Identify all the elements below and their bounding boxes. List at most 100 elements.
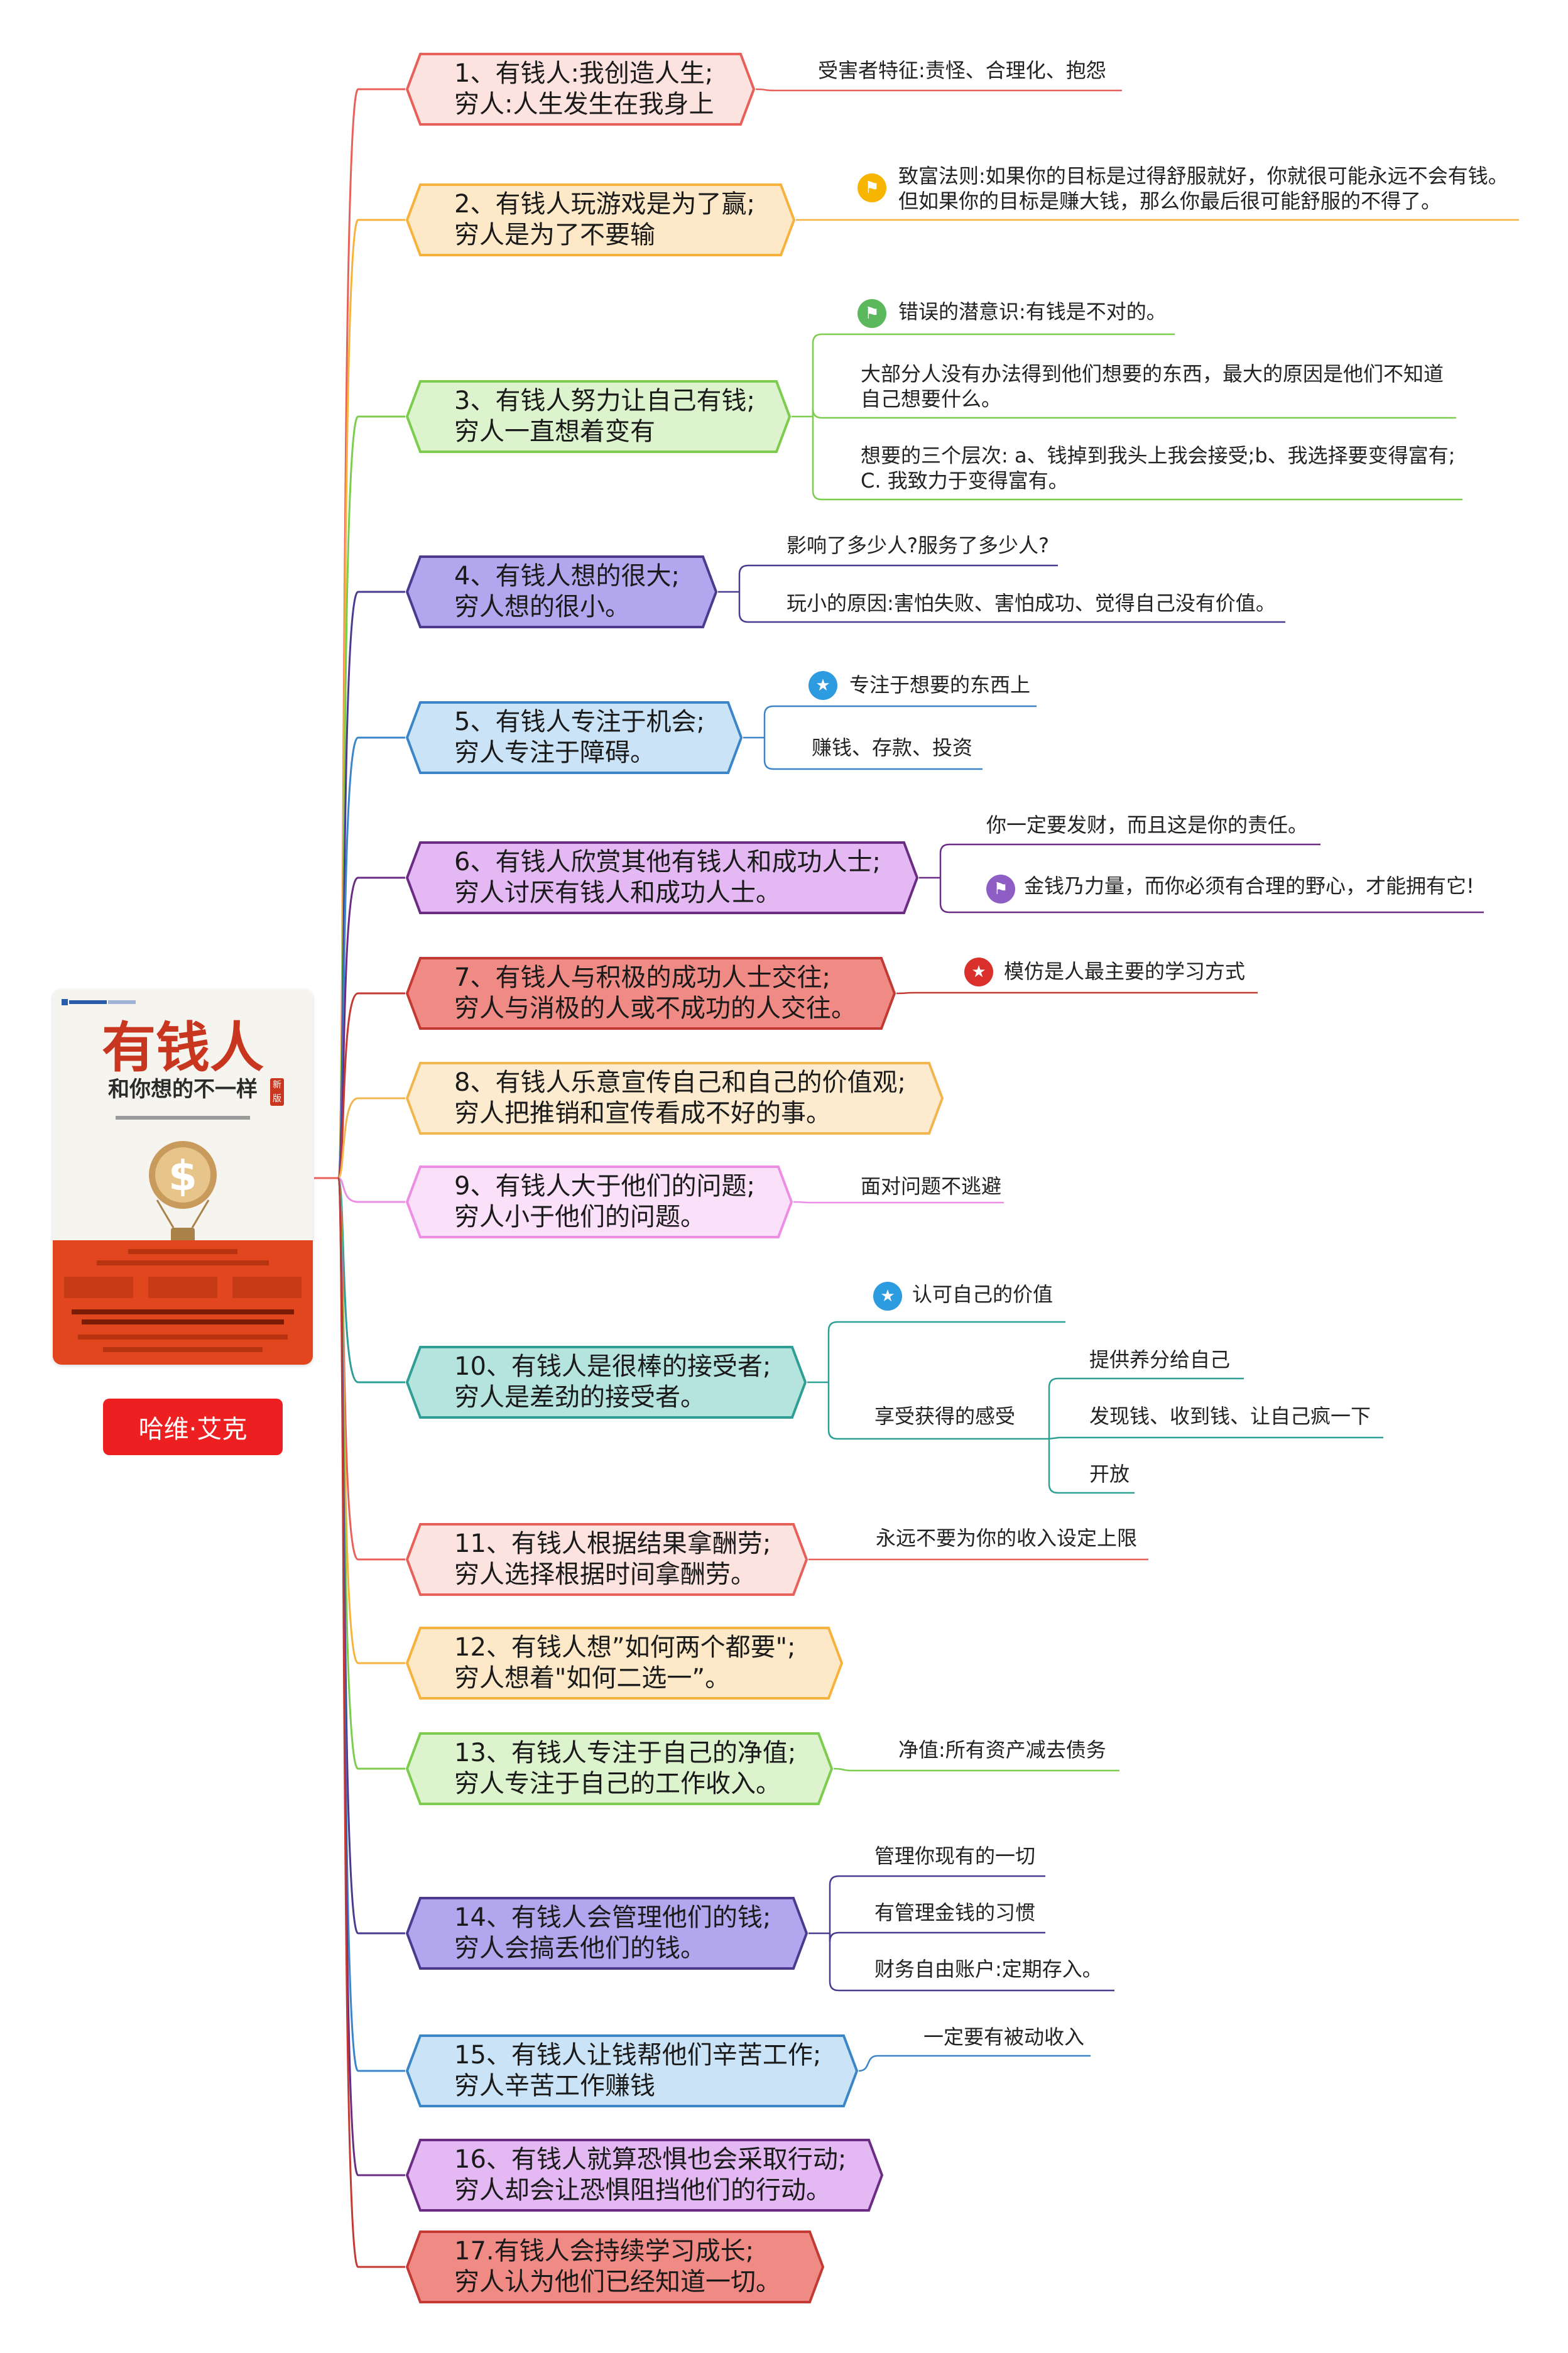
note-text: 一定要有被动收入: [923, 2025, 1085, 2049]
branch-label: 13、有钱人专注于自己的净值;穷人专注于自己的工作收入。: [405, 1732, 834, 1806]
branch-line-rich: 3、有钱人努力让自己有钱;: [454, 386, 755, 415]
note-text: C. 我致力于变得富有。: [861, 469, 1069, 493]
branch-node: 10、有钱人是很棒的接受者;穷人是差劲的接受者。: [405, 1345, 807, 1419]
branch-node: 14、有钱人会管理他们的钱;穷人会搞丢他们的钱。: [405, 1896, 808, 1970]
branch-node: 5、有钱人专注于机会;穷人专注于障碍。: [405, 701, 743, 775]
branch-label: 14、有钱人会管理他们的钱;穷人会搞丢他们的钱。: [405, 1896, 808, 1970]
note-text: 玩小的原因:害怕失败、害怕成功、觉得自己没有价值。: [787, 591, 1276, 615]
note-connector: [755, 88, 775, 92]
star-icon: ★: [808, 671, 837, 700]
sub-note-text: 开放: [1089, 1462, 1130, 1486]
svg-text:$: $: [168, 1152, 197, 1200]
note-text: 你一定要发财，而且这是你的责任。: [986, 813, 1309, 837]
branch-line-poor: 穷人会搞丢他们的钱。: [454, 1934, 705, 1963]
author-label: 哈维·艾克: [103, 1399, 283, 1455]
branch-node: 11、有钱人根据结果拿酬劳;穷人选择根据时间拿酬劳。: [405, 1522, 808, 1597]
note-text: 受害者特征:责怪、合理化、抱怨: [818, 58, 1106, 82]
note-connector: [1048, 1439, 1059, 1494]
note-connector: [812, 408, 825, 419]
branch-connector: [337, 415, 405, 1179]
book-cover: 有钱人 和你想的不一样 新版 $: [53, 989, 313, 1365]
branch-line-rich: 4、有钱人想的很大;: [454, 562, 680, 591]
branch-node: 9、有钱人大于他们的问题;穷人小于他们的问题。: [405, 1165, 793, 1239]
branch-line-poor: 穷人专注于自己的工作收入。: [454, 1769, 781, 1798]
branch-node: 4、有钱人想的很大;穷人想的很小。: [405, 555, 718, 629]
branch-line-rich: 14、有钱人会管理他们的钱;: [454, 1903, 771, 1932]
branch-node: 6、有钱人欣赏其他有钱人和成功人士;穷人讨厌有钱人和成功人士。: [405, 841, 919, 915]
branch-label: 12、有钱人想”如何两个都要";穷人想着"如何二选一”。: [405, 1626, 844, 1700]
note-text: 认可自己的价值: [912, 1282, 1054, 1306]
branch-connector: [337, 1177, 405, 1664]
money-balloon-image: $: [149, 1141, 217, 1247]
flag-icon: ⚑: [858, 173, 886, 202]
branch-shape: [405, 1897, 808, 1970]
branch-connector: [337, 1177, 405, 2268]
note-text: 管理你现有的一切: [874, 1844, 1036, 1868]
branch-line-poor: 穷人小于他们的问题。: [454, 1203, 705, 1231]
edition-tag: 新版: [270, 1078, 284, 1106]
note-text: 自己想要什么。: [861, 387, 1002, 411]
branch-line-poor: 穷人认为他们已经知道一切。: [454, 2268, 781, 2296]
note-text: 赚钱、存款、投资: [812, 736, 973, 760]
branch-shape: [405, 555, 718, 628]
branch-line-poor: 穷人选择根据时间拿酬劳。: [454, 1560, 756, 1589]
note-text: 永远不要为你的收入设定上限: [876, 1526, 1138, 1550]
branch-line-poor: 穷人却会让恐惧阻挡他们的行动。: [454, 2176, 831, 2205]
branch-node: 16、有钱人就算恐惧也会采取行动;穷人却会让恐惧阻挡他们的行动。: [405, 2138, 884, 2212]
branch-label: 16、有钱人就算恐惧也会采取行动;穷人却会让恐惧阻挡他们的行动。: [405, 2138, 884, 2212]
branch-connector: [337, 591, 405, 1179]
note-connector: [793, 1201, 813, 1204]
branch-line-rich: 2、有钱人玩游戏是为了赢;: [454, 190, 755, 219]
branch-shape: [405, 53, 756, 126]
branch-node: 8、有钱人乐意宣传自己和自己的价值观;穷人把推销和宣传看成不好的事。: [405, 1061, 944, 1135]
branch-node: 17.有钱人会持续学习成长;穷人认为他们已经知道一切。: [405, 2230, 825, 2304]
branch-shape: [405, 183, 796, 256]
branch-connector: [337, 1177, 405, 1384]
note-connector: [812, 417, 825, 501]
branch-shape: [405, 1523, 808, 1596]
branch-node: 12、有钱人想”如何两个都要";穷人想着"如何二选一”。: [405, 1626, 844, 1700]
branch-connector: [337, 88, 405, 1179]
note-connector: [1048, 1377, 1059, 1439]
branch-line-rich: 16、有钱人就算恐惧也会采取行动;: [454, 2145, 847, 2174]
branch-line-rich: 13、有钱人专注于自己的净值;: [454, 1739, 797, 1767]
branch-line-poor: 穷人专注于障碍。: [454, 738, 655, 767]
branch-label: 7、有钱人与积极的成功人士交往;穷人与消极的人或不成功的人交往。: [405, 956, 896, 1030]
branch-shape: [405, 1627, 844, 1700]
branch-line-poor: 穷人是差劲的接受者。: [454, 1383, 705, 1412]
note-text: 净值:所有资产减去债务: [898, 1738, 1106, 1762]
publisher-logo: [62, 999, 136, 1005]
note-connector: [939, 878, 953, 914]
note-text: 但如果你的目标是赚大钱，那么你最后很可能舒服的不得了。: [898, 189, 1442, 213]
flag-icon: ⚑: [986, 875, 1015, 904]
note-text: 金钱乃力量，而你必须有合理的野心，才能拥有它!: [1024, 874, 1474, 898]
branch-label: 10、有钱人是很棒的接受者;穷人是差劲的接受者。: [405, 1345, 807, 1419]
branch-node: 13、有钱人专注于自己的净值;穷人专注于自己的工作收入。: [405, 1732, 834, 1806]
branch-label: 9、有钱人大于他们的问题;穷人小于他们的问题。: [405, 1165, 793, 1239]
branch-shape: [405, 2034, 859, 2107]
branch-line-rich: 17.有钱人会持续学习成长;: [454, 2237, 754, 2266]
book-subtitle: 和你想的不一样: [108, 1077, 258, 1102]
branch-label: 3、有钱人努力让自己有钱;穷人一直想着变有: [405, 379, 792, 454]
note-text: 有管理金钱的习惯: [874, 1901, 1036, 1924]
sub-note-text: 发现钱、收到钱、让自己疯一下: [1089, 1404, 1371, 1428]
author-byline: [116, 1116, 250, 1120]
branch-label: 17.有钱人会持续学习成长;穷人认为他们已经知道一切。: [405, 2230, 825, 2304]
branch-label: 5、有钱人专注于机会;穷人专注于障碍。: [405, 701, 743, 775]
branch-shape: [405, 701, 743, 774]
branch-line-rich: 6、有钱人欣赏其他有钱人和成功人士;: [454, 848, 881, 876]
branch-node: 15、有钱人让钱帮他们辛苦工作;穷人辛苦工作赚钱: [405, 2034, 859, 2108]
branch-shape: [405, 2230, 825, 2303]
branch-line-rich: 5、有钱人专注于机会;: [454, 707, 705, 736]
branch-line-poor: 穷人辛苦工作赚钱: [454, 2072, 655, 2100]
note-text: 错误的潜意识:有钱是不对的。: [898, 300, 1167, 324]
note-connector: [833, 1767, 853, 1772]
branch-shape: [405, 2139, 884, 2212]
branch-line-poor: 穷人与消极的人或不成功的人交往。: [454, 994, 856, 1023]
book-title: 有钱人: [102, 1016, 264, 1079]
note-text: 模仿是人最主要的学习方式: [1004, 959, 1246, 983]
note-text: 致富法则:如果你的目标是过得舒服就好，你就很可能永远不会有钱。: [898, 164, 1508, 188]
branch-label: 11、有钱人根据结果拿酬劳;穷人选择根据时间拿酬劳。: [405, 1522, 808, 1597]
note-connector: [858, 2055, 878, 2072]
note-connector: [738, 592, 752, 623]
